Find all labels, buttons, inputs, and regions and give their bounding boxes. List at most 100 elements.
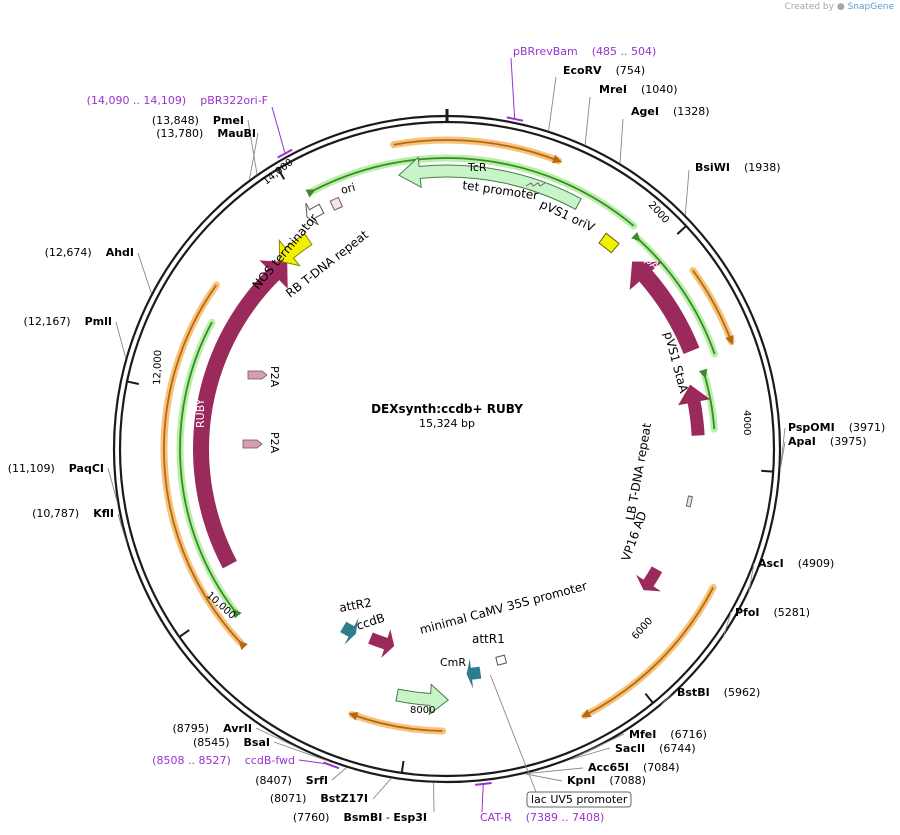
- site-sacii[interactable]: SacII(6744): [615, 742, 696, 755]
- nos-terminator-arrow: [305, 202, 325, 226]
- track-top-orange: [393, 139, 562, 164]
- leader-lac-uv5: [489, 674, 537, 793]
- attr1-arrow: [466, 658, 482, 689]
- leader-ahdi: [137, 252, 152, 294]
- lac-uv5-promoter-label[interactable]: lac UV5 promoter: [526, 791, 632, 808]
- site-mrei[interactable]: MreI(1040): [599, 83, 678, 96]
- track-repa-orange: [692, 269, 734, 345]
- primer-pbrrevbam[interactable]: pBRrevBam(485 .. 504): [513, 45, 656, 58]
- feature-ccdb: ccdB: [355, 611, 387, 633]
- tick-10,000: [178, 629, 190, 638]
- lac-uv5-promoter-text: lac UV5 promoter: [531, 793, 628, 806]
- site-srfi[interactable]: (8407)SrfI: [255, 774, 328, 787]
- vp16-ad-arrow: [636, 566, 663, 592]
- track-vp16-orange: [581, 586, 714, 718]
- feature-layer: [192, 156, 711, 716]
- track-ruby-orange: [163, 284, 248, 651]
- site-avrii[interactable]: (8795)AvrII: [173, 722, 252, 735]
- rb-tdna-repeat-box: [329, 196, 344, 211]
- track-repa-green: [631, 231, 716, 355]
- track-cmr-orange-halo: [348, 711, 447, 735]
- cmr-arrow: [395, 683, 450, 716]
- site-bsmbi-esp3i[interactable]: (7760)BsmBI - Esp3I: [293, 811, 427, 824]
- credit-brand: SnapGene: [847, 2, 894, 12]
- leader-primer-0: [510, 57, 516, 120]
- minimal-camv-box: [495, 654, 508, 666]
- feature-ori[interactable]: ori: [339, 181, 356, 197]
- leader-pspomi: [779, 427, 786, 469]
- leader-bsai: [273, 741, 329, 762]
- primer-mark-0: [506, 116, 524, 122]
- leader-mrei: [584, 96, 591, 145]
- tick-8000: [400, 760, 405, 774]
- tick-layer: 2000 4000 6000 8000 10,000 12,000 14,000: [126, 157, 774, 774]
- site-bstz17i[interactable]: (8071)BstZ17I: [270, 792, 368, 805]
- feature-p2a-2: P2A: [268, 432, 281, 454]
- site-maubi[interactable]: (13,780)MauBI: [156, 127, 256, 140]
- pvs1-staa-arrow: [678, 384, 711, 436]
- site-bsai[interactable]: (8545)BsaI: [193, 736, 270, 749]
- leader-bstz17i: [372, 778, 392, 800]
- lb-tdna-repeat-box: [685, 495, 693, 508]
- site-pspomi[interactable]: PspOMI(3971): [788, 421, 885, 434]
- leader-pmei: [247, 119, 258, 175]
- feature-tracks: [160, 136, 735, 735]
- site-kpni[interactable]: KpnI(7088): [567, 774, 646, 787]
- primer-ccdb-fwd[interactable]: (8508 .. 8527)ccdB-fwd: [152, 754, 295, 767]
- credit-prefix: Created by: [784, 2, 834, 12]
- primer-labels: pBRrevBam(485 .. 504) (14,090 .. 14,109)…: [87, 45, 657, 824]
- leader-primer-3: [481, 783, 484, 813]
- site-asci[interactable]: AscI(4909): [758, 557, 834, 570]
- tick-14,000: [277, 168, 286, 180]
- site-paqci[interactable]: (11,109)PaqCI: [8, 462, 104, 475]
- leader-asci: [748, 562, 755, 592]
- tick-label-12000: 12,000: [152, 350, 164, 385]
- tick-label-8000: 8000: [410, 705, 435, 716]
- leader-primer-1: [271, 106, 286, 155]
- site-pmei[interactable]: (13,848)PmeI: [152, 114, 244, 127]
- site-bsiwi[interactable]: BsiWI(1938): [695, 161, 781, 174]
- feature-tcr[interactable]: TcR: [467, 161, 487, 174]
- tick-4000: [761, 469, 774, 473]
- backbone-outer: [112, 114, 782, 784]
- site-ahdi[interactable]: (12,674)AhdI: [45, 246, 134, 259]
- site-acc65i[interactable]: Acc65I(7084): [588, 761, 680, 774]
- site-pfoi[interactable]: PfoI(5281): [735, 606, 810, 619]
- p2a-arrow-1: [247, 370, 268, 380]
- track-staa-green: [698, 368, 716, 430]
- leader-ecorv: [548, 76, 557, 131]
- leader-mfei: [573, 733, 625, 759]
- leader-bsiwi: [684, 169, 690, 216]
- ruby-arrow: [192, 260, 288, 569]
- tick-label-6000: 6000: [630, 616, 655, 642]
- feature-lb-tdna-repeat: LB T-DNA repeat: [623, 422, 654, 522]
- site-kfli[interactable]: (10,787)KflI: [32, 507, 114, 520]
- primer-pbr322ori-f[interactable]: (14,090 .. 14,109)pBR322ori-F: [87, 94, 268, 107]
- site-bstbi[interactable]: BstBI(5962): [677, 686, 760, 699]
- primer-mark-2: [323, 761, 340, 770]
- leader-srfi: [331, 767, 347, 781]
- site-apai[interactable]: ApaI(3975): [788, 435, 866, 448]
- primer-cat-r[interactable]: CAT-R(7389 .. 7408): [480, 811, 604, 824]
- ccdb-arrow: [368, 629, 395, 658]
- tick-2000: [676, 225, 687, 235]
- site-ecorv[interactable]: EcoRV(754): [563, 64, 645, 77]
- p2a-arrow-2: [242, 439, 263, 449]
- site-agei[interactable]: AgeI(1328): [631, 105, 710, 118]
- track-ruby-green: [179, 321, 242, 619]
- tick-12,000: [126, 380, 139, 385]
- track-cmr-orange: [348, 712, 443, 732]
- feature-cmr[interactable]: CmR: [440, 656, 466, 669]
- tcr-arrow: [398, 156, 582, 210]
- leader-pmli: [115, 321, 127, 359]
- feature-ruby[interactable]: RUBY: [194, 398, 207, 428]
- tick-6000: [644, 693, 654, 704]
- site-pmli[interactable]: (12,167)PmlI: [24, 315, 112, 328]
- leader-paqci: [107, 467, 118, 502]
- leader-agei: [619, 118, 624, 164]
- pvs1-repa-arrow: [629, 261, 700, 355]
- snapgene-credit: Created by ● SnapGene: [784, 2, 894, 12]
- tick-label-4000: 4000: [741, 410, 752, 435]
- site-mfei[interactable]: MfeI(6716): [629, 728, 707, 741]
